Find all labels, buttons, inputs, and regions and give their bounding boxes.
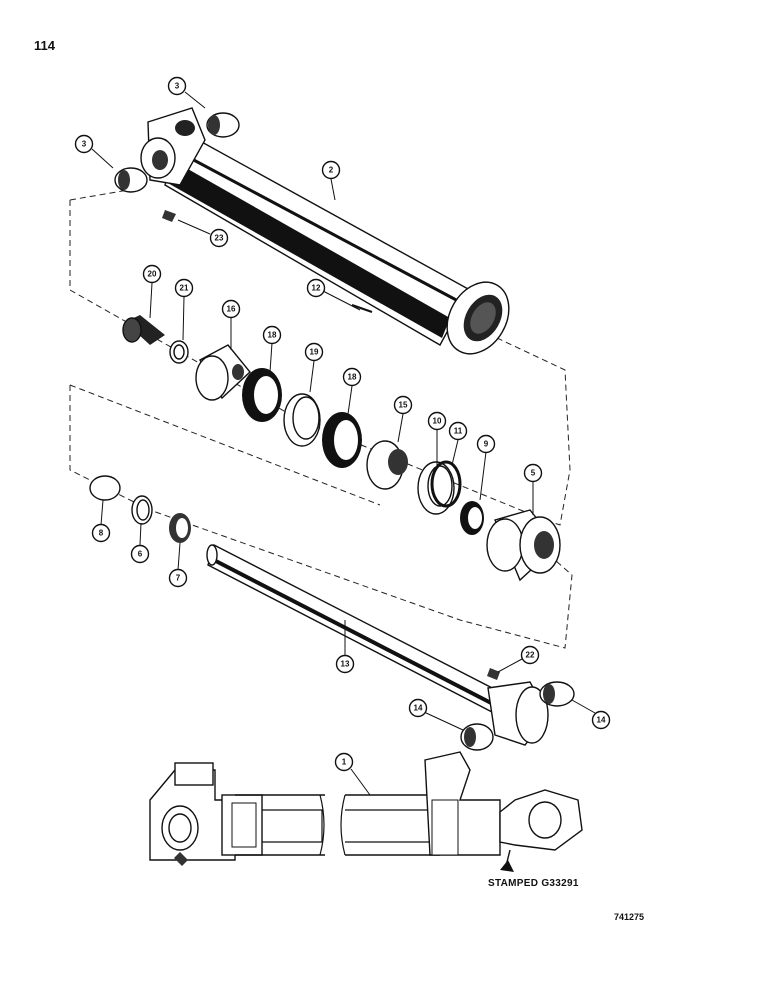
callout-5: 5 [523, 463, 543, 483]
wear-ring-19 [283, 393, 321, 447]
gland-5 [486, 509, 561, 582]
svg-text:1: 1 [342, 758, 347, 767]
svg-text:19: 19 [310, 348, 319, 357]
washer-21 [169, 340, 189, 364]
callout-18-right: 18 [342, 367, 362, 387]
dashed-group-piston [69, 187, 571, 526]
callout-20: 20 [142, 264, 162, 284]
seal-18-left [242, 368, 282, 422]
callout-22: 22 [520, 645, 540, 665]
ring-9 [460, 501, 484, 535]
callout-3-lower: 3 [74, 134, 94, 154]
svg-text:16: 16 [227, 305, 236, 314]
svg-text:5: 5 [531, 469, 536, 478]
svg-text:6: 6 [138, 550, 143, 559]
callout-21: 21 [174, 278, 194, 298]
callout-12: 12 [306, 278, 326, 298]
callout-11: 11 [448, 421, 468, 441]
bushing-14-left [460, 723, 494, 751]
callout-23: 23 [209, 228, 229, 248]
callout-9: 9 [476, 434, 496, 454]
svg-text:20: 20 [148, 270, 157, 279]
svg-text:11: 11 [454, 427, 463, 436]
callout-2: 2 [321, 160, 341, 180]
svg-text:10: 10 [433, 417, 442, 426]
callout-6: 6 [130, 544, 150, 564]
bushing-8 [89, 475, 121, 501]
piston-bolt [122, 315, 165, 345]
seal-11 [430, 460, 462, 508]
seal-7 [169, 513, 191, 543]
svg-text:3: 3 [82, 140, 87, 149]
svg-text:15: 15 [399, 401, 408, 410]
seal-18-right [322, 412, 362, 468]
svg-text:8: 8 [99, 529, 104, 538]
svg-text:13: 13 [341, 660, 350, 669]
callout-7: 7 [168, 568, 188, 588]
svg-text:14: 14 [414, 704, 423, 713]
callout-3-upper: 3 [167, 76, 187, 96]
callout-16: 16 [221, 299, 241, 319]
bushing-lower [114, 167, 148, 193]
callout-14-right: 14 [591, 710, 611, 730]
svg-text:14: 14 [597, 716, 606, 725]
part-15 [366, 440, 408, 490]
callout-10: 10 [427, 411, 447, 431]
svg-text:18: 18 [348, 373, 357, 382]
callout-1: 1 [334, 752, 354, 772]
svg-text:7: 7 [176, 574, 181, 583]
svg-text:21: 21 [180, 284, 189, 293]
callout-15: 15 [393, 395, 413, 415]
svg-text:22: 22 [526, 651, 535, 660]
svg-text:2: 2 [329, 166, 334, 175]
grease-fitting-23 [162, 210, 176, 222]
piston-rod [206, 543, 549, 746]
leader-lines [91, 91, 596, 796]
fitting-12 [351, 304, 373, 313]
callout-14-left: 14 [408, 698, 428, 718]
piston-16 [195, 344, 251, 401]
callout-18-left: 18 [262, 325, 282, 345]
ring-6 [131, 495, 153, 525]
stamp-label: STAMPED G33291 [488, 878, 579, 889]
figure-id: 741275 [614, 912, 645, 922]
callout-19: 19 [304, 342, 324, 362]
cylinder-tube [140, 107, 510, 355]
assembly-section-view [149, 751, 583, 872]
svg-text:12: 12 [312, 284, 321, 293]
callout-13: 13 [335, 654, 355, 674]
svg-text:23: 23 [215, 234, 224, 243]
svg-text:3: 3 [175, 82, 180, 91]
grease-fitting-22 [487, 668, 500, 680]
dashed-group-head [69, 384, 573, 649]
svg-text:9: 9 [484, 440, 489, 449]
callout-8: 8 [91, 523, 111, 543]
page-number: 114 [34, 38, 55, 53]
bushing-upper [206, 112, 240, 138]
bushing-14-right [539, 681, 575, 707]
svg-text:18: 18 [268, 331, 277, 340]
